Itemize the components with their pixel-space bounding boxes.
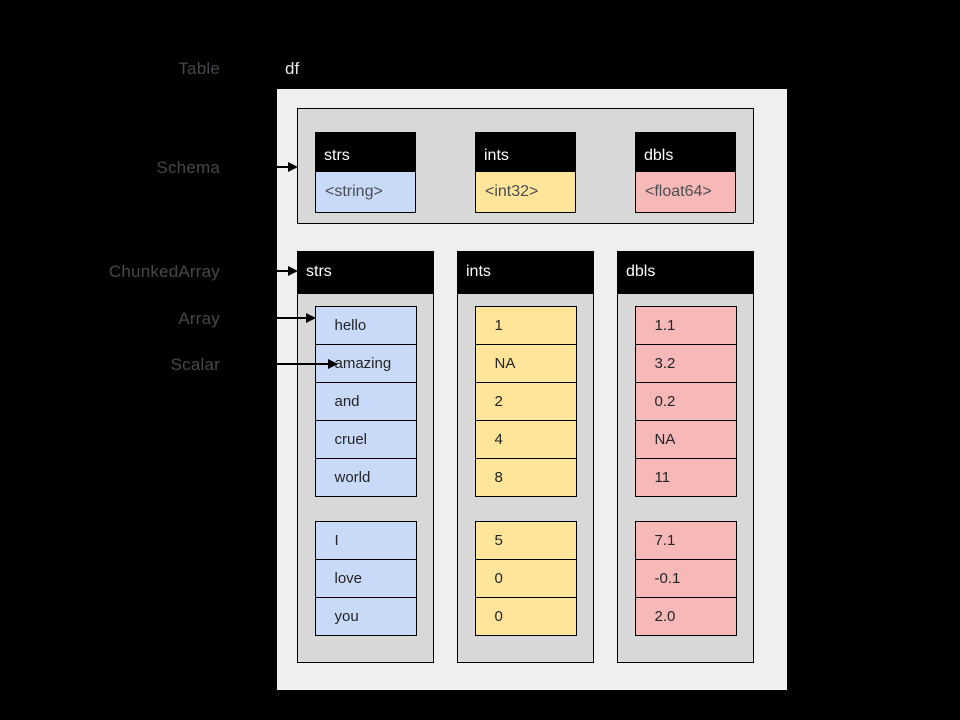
chunked-array-arrow-icon [232, 266, 298, 276]
value-cell: 1.1 [634, 306, 737, 345]
array-arrow-icon [232, 313, 316, 323]
chunked-array-header: strs [297, 251, 434, 293]
schema-field-type: <float64> [635, 171, 736, 213]
scalar-arrow-icon [232, 359, 338, 369]
array-chunk: I love you [314, 521, 417, 636]
chunked-array-header: dbls [617, 251, 754, 293]
schema-field-name: strs [315, 132, 416, 171]
value-cell: hello [314, 306, 417, 345]
array-chunk: 1.1 3.2 0.2 NA 11 [634, 306, 737, 497]
label-array: Array [178, 309, 220, 328]
label-table: Table [178, 59, 220, 78]
schema-field-type: <int32> [475, 171, 576, 213]
chunked-array-ints: ints 1 NA 2 4 8 5 0 0 [457, 251, 594, 663]
value-cell: 0 [474, 597, 577, 636]
value-cell: 4 [474, 420, 577, 459]
value-cell: 11 [634, 458, 737, 497]
schema-field-ints: ints <int32> [475, 132, 576, 213]
value-cell: 2 [474, 382, 577, 421]
chunked-array-body: 1.1 3.2 0.2 NA 11 7.1 -0.1 2.0 [617, 293, 754, 663]
label-scalar: Scalar [170, 355, 220, 374]
value-cell: 5 [474, 521, 577, 560]
array-chunk: 1 NA 2 4 8 [474, 306, 577, 497]
chunked-array-strs: strs hello amazing and cruel world I lov… [297, 251, 434, 663]
value-cell: cruel [314, 420, 417, 459]
schema-field-strs: strs <string> [315, 132, 416, 213]
chunked-array-dbls: dbls 1.1 3.2 0.2 NA 11 7.1 -0.1 2.0 [617, 251, 754, 663]
schema-field-name: ints [475, 132, 576, 171]
schema-field-name: dbls [635, 132, 736, 171]
value-cell: 0 [474, 559, 577, 598]
value-cell: NA [634, 420, 737, 459]
value-cell: 0.2 [634, 382, 737, 421]
schema-arrow-icon [232, 162, 298, 172]
array-chunk: 7.1 -0.1 2.0 [634, 521, 737, 636]
value-cell: NA [474, 344, 577, 383]
value-cell: 3.2 [634, 344, 737, 383]
value-cell: you [314, 597, 417, 636]
chunked-array-body: 1 NA 2 4 8 5 0 0 [457, 293, 594, 663]
array-chunk: 5 0 0 [474, 521, 577, 636]
value-cell: I [314, 521, 417, 560]
value-cell: 8 [474, 458, 577, 497]
label-chunked-array: ChunkedArray [108, 262, 220, 281]
table-title: df [285, 59, 300, 78]
label-schema: Schema [156, 158, 220, 177]
chunked-array-header: ints [457, 251, 594, 293]
value-cell: 7.1 [634, 521, 737, 560]
schema-field-dbls: dbls <float64> [635, 132, 736, 213]
array-chunk: hello amazing and cruel world [314, 306, 417, 497]
value-cell: and [314, 382, 417, 421]
schema-field-type: <string> [315, 171, 416, 213]
value-cell: -0.1 [634, 559, 737, 598]
value-cell: 1 [474, 306, 577, 345]
value-cell: world [314, 458, 417, 497]
chunked-array-body: hello amazing and cruel world I love you [297, 293, 434, 663]
value-cell: love [314, 559, 417, 598]
value-cell: 2.0 [634, 597, 737, 636]
